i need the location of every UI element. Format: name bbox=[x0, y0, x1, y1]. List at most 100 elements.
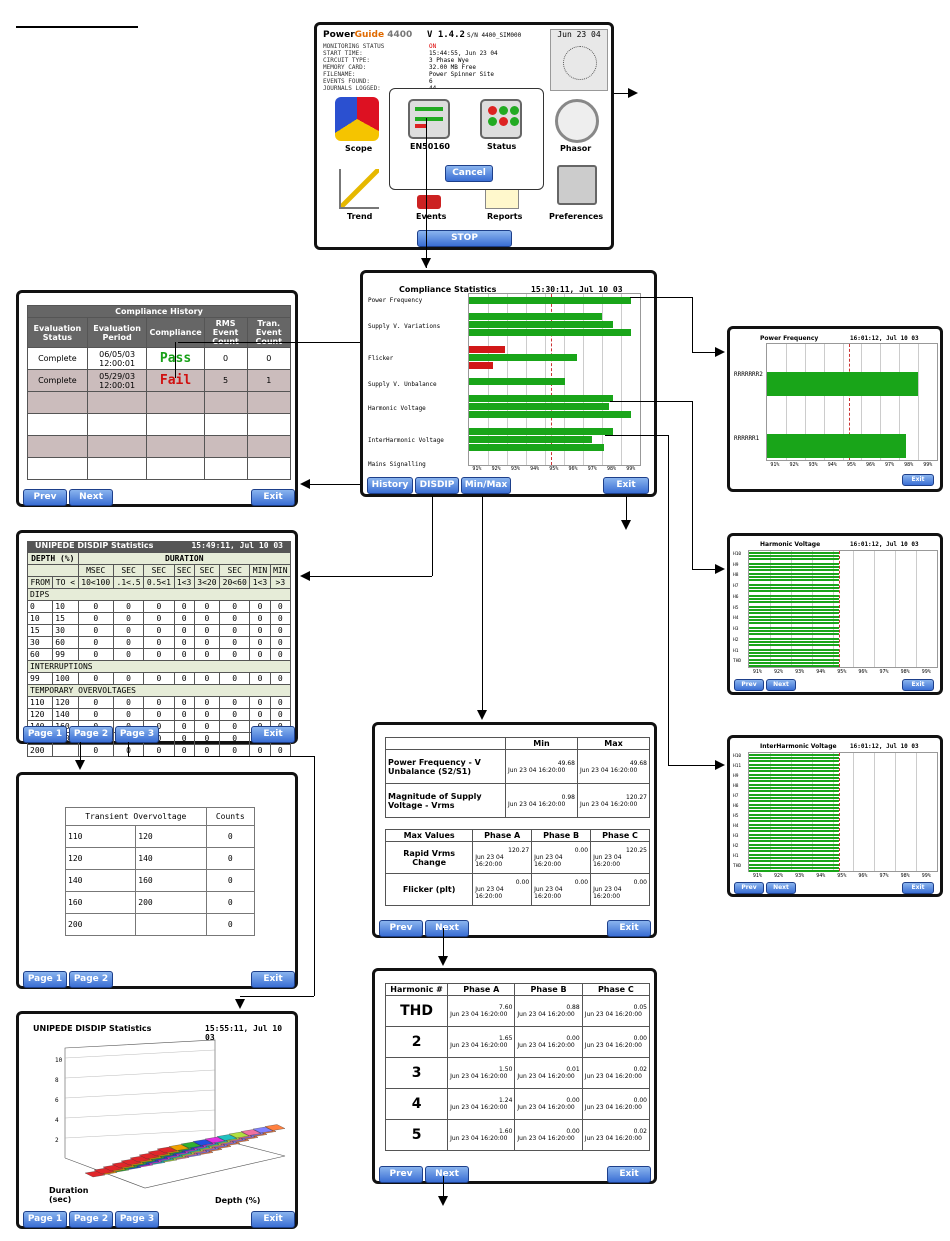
events-icon[interactable] bbox=[417, 195, 441, 209]
chart-bar bbox=[216, 1134, 238, 1141]
gridline bbox=[602, 294, 603, 465]
scope-icon[interactable] bbox=[335, 97, 379, 141]
exit-button[interactable]: Exit bbox=[251, 1211, 295, 1228]
bar-label: H7 bbox=[733, 584, 739, 590]
version: V 1.4.2 bbox=[427, 30, 465, 40]
bar bbox=[749, 757, 840, 759]
next-button[interactable]: Next bbox=[425, 1166, 469, 1183]
bar bbox=[749, 817, 840, 819]
bar-label: H7 bbox=[733, 794, 739, 799]
value: 0.00 bbox=[566, 1035, 580, 1042]
y-tick-label: 8 bbox=[55, 1077, 59, 1084]
page3-button[interactable]: Page 3 bbox=[115, 726, 159, 743]
table-cell bbox=[246, 435, 291, 458]
prev-button[interactable]: Prev bbox=[734, 679, 764, 691]
category-label: Supply V. Unbalance bbox=[368, 381, 437, 388]
en50160-icon[interactable] bbox=[408, 99, 450, 139]
exit-button[interactable]: Exit bbox=[902, 474, 934, 486]
table-cell: 99 bbox=[52, 648, 79, 661]
bar bbox=[749, 824, 840, 826]
prev-button[interactable]: Prev bbox=[23, 489, 67, 506]
x-tick-label: 98% bbox=[606, 466, 616, 472]
phasor-icon[interactable] bbox=[555, 99, 599, 143]
threshold-line bbox=[839, 753, 841, 871]
exit-button[interactable]: Exit bbox=[902, 882, 934, 894]
table-cell: 0 bbox=[219, 636, 251, 649]
power-frequency-chart bbox=[766, 343, 938, 461]
page1-button[interactable]: Page 1 bbox=[23, 971, 67, 988]
bar-label: H1 bbox=[733, 854, 739, 859]
stop-button[interactable]: STOP bbox=[417, 230, 512, 247]
table-cell bbox=[146, 435, 205, 458]
status-label: START TIME: bbox=[323, 50, 363, 57]
table-cell: 0 bbox=[219, 648, 251, 661]
x-tick-label: 99% bbox=[921, 669, 931, 675]
bar bbox=[749, 662, 840, 665]
next-button[interactable]: Next bbox=[766, 679, 796, 691]
timestamp: Jun 23 04 16:20:00 bbox=[450, 1042, 508, 1049]
table-cell bbox=[27, 435, 88, 458]
bar bbox=[749, 590, 840, 593]
value: 0.98 bbox=[561, 793, 575, 801]
value: 120.27 bbox=[508, 847, 530, 854]
exit-button[interactable]: Exit bbox=[607, 1166, 651, 1183]
x-tick-label: 96% bbox=[858, 669, 868, 675]
exit-button[interactable]: Exit bbox=[251, 971, 295, 988]
page2-button[interactable]: Page 2 bbox=[69, 971, 113, 988]
table-row: INTERRUPTIONS bbox=[27, 660, 291, 673]
bar bbox=[749, 860, 840, 862]
table-cell: 0 bbox=[112, 708, 145, 721]
table-cell: FROM bbox=[26, 576, 54, 589]
exit-button[interactable]: Exit bbox=[251, 489, 295, 506]
exit-button[interactable]: Exit bbox=[603, 477, 649, 494]
page3-button[interactable]: Page 3 bbox=[115, 1211, 159, 1228]
trend-icon[interactable] bbox=[339, 169, 379, 209]
x-tick-label: 97% bbox=[587, 466, 597, 472]
next-button[interactable]: Next bbox=[425, 920, 469, 937]
x-tick-label: 97% bbox=[885, 462, 895, 468]
prev-button[interactable]: Prev bbox=[379, 920, 423, 937]
minmax-button[interactable]: Min/Max bbox=[461, 477, 511, 494]
bar bbox=[749, 622, 840, 625]
bar bbox=[749, 837, 840, 839]
page1-button[interactable]: Page 1 bbox=[23, 726, 67, 743]
exit-button[interactable]: Exit bbox=[902, 679, 934, 691]
page2-button[interactable]: Page 2 bbox=[69, 1211, 113, 1228]
cancel-button[interactable]: Cancel bbox=[445, 165, 493, 182]
value: 0.02 bbox=[633, 1128, 647, 1135]
table-cell: 0 bbox=[193, 732, 221, 745]
table-cell: 0 bbox=[173, 744, 195, 757]
status-icon[interactable] bbox=[480, 99, 522, 139]
preferences-icon[interactable] bbox=[557, 165, 597, 205]
table-cell: 0 bbox=[249, 648, 271, 661]
exit-button[interactable]: Exit bbox=[251, 726, 295, 743]
bar-label: RRRRRRR2 bbox=[734, 371, 763, 378]
bar bbox=[749, 790, 840, 792]
value: 1.60 bbox=[499, 1128, 513, 1135]
prev-button[interactable]: Prev bbox=[734, 882, 764, 894]
exit-button[interactable]: Exit bbox=[607, 920, 651, 937]
prev-button[interactable]: Prev bbox=[379, 1166, 423, 1183]
bar bbox=[749, 807, 840, 809]
bar-label: H2 bbox=[733, 844, 739, 849]
next-button[interactable]: Next bbox=[69, 489, 113, 506]
bar bbox=[749, 767, 840, 769]
page1-button[interactable]: Page 1 bbox=[23, 1211, 67, 1228]
history-button[interactable]: History bbox=[367, 477, 413, 494]
disdip-button[interactable]: DISDIP bbox=[415, 477, 459, 494]
table-cell: 0 bbox=[249, 708, 271, 721]
page2-button[interactable]: Page 2 bbox=[69, 726, 113, 743]
next-button[interactable]: Next bbox=[766, 882, 796, 894]
